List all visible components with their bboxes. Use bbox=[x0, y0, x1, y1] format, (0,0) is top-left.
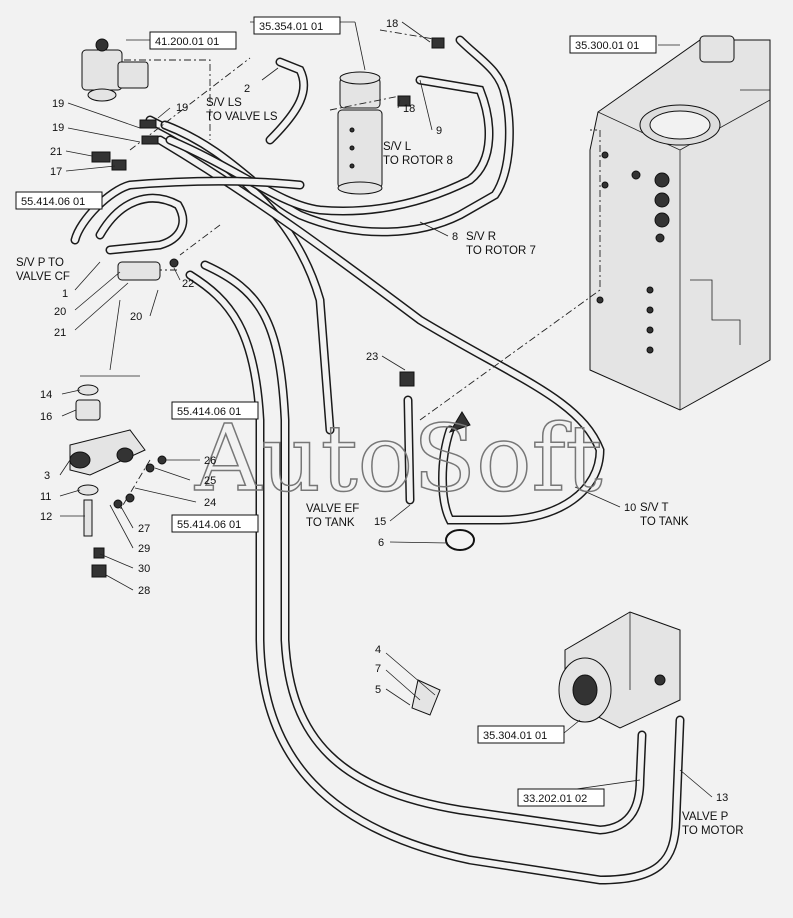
reference-box: 33.202.01 02 bbox=[517, 788, 605, 807]
callout-number: 18 bbox=[403, 103, 415, 115]
note-valve-ef-line2: TO TANK bbox=[306, 517, 355, 529]
hoses bbox=[70, 35, 685, 885]
callout-number: 17 bbox=[50, 166, 62, 178]
note-valve-ef-line1: VALVE EF bbox=[306, 503, 359, 515]
callout-number: 7 bbox=[375, 663, 381, 675]
reference-box: 55.414.06 01 bbox=[171, 401, 259, 420]
callout-number: 3 bbox=[44, 470, 50, 482]
note-valve-p-line2: TO MOTOR bbox=[682, 825, 744, 837]
reference-box-label: 55.414.06 01 bbox=[21, 196, 85, 208]
callout-number: 2 bbox=[244, 83, 250, 95]
reference-box: 35.300.01 01 bbox=[569, 35, 657, 54]
hydraulic-tank bbox=[589, 35, 771, 411]
note-sv-ls-line1: S/V LS bbox=[206, 97, 242, 109]
note-sv-ls-line2: TO VALVE LS bbox=[206, 111, 278, 123]
reference-box-label: 55.414.06 01 bbox=[177, 519, 241, 531]
callout-number: 9 bbox=[436, 125, 442, 137]
callout-number: 27 bbox=[138, 523, 150, 535]
callout-number: 22 bbox=[182, 278, 194, 290]
reference-box: 35.354.01 01 bbox=[253, 16, 341, 35]
hose-notes: S/V LS TO VALVE LS S/V L TO ROTOR 8 S/V … bbox=[16, 97, 744, 837]
callout-number: 5 bbox=[375, 684, 381, 696]
callout-number: 12 bbox=[40, 511, 52, 523]
callout-number: 26 bbox=[204, 455, 216, 467]
callout-number: 18 bbox=[386, 18, 398, 30]
rotary-joint bbox=[337, 21, 383, 195]
control-valve bbox=[81, 38, 211, 140]
callout-number: 30 bbox=[138, 563, 150, 575]
callout-number: 24 bbox=[204, 497, 216, 509]
callout-number: 1 bbox=[62, 288, 68, 300]
callout-number: 16 bbox=[40, 411, 52, 423]
callout-number: 10 bbox=[624, 502, 636, 514]
reference-box-label: 55.414.06 01 bbox=[177, 406, 241, 418]
reference-box: 55.414.06 01 bbox=[171, 514, 259, 533]
reference-box: 35.304.01 01 bbox=[477, 725, 565, 744]
callout-number: 29 bbox=[138, 543, 150, 555]
reference-box-label: 35.304.01 01 bbox=[483, 730, 547, 742]
callout-number: 19 bbox=[52, 122, 64, 134]
callout-number: 20 bbox=[130, 311, 142, 323]
callout-number: 14 bbox=[40, 389, 52, 401]
reference-box-label: 41.200.01 01 bbox=[155, 36, 219, 48]
note-sv-r-line2: TO ROTOR 7 bbox=[466, 245, 536, 257]
note-sv-p-line1: S/V P TO bbox=[16, 257, 64, 269]
note-valve-p-line1: VALVE P bbox=[682, 811, 729, 823]
reference-box-label: 33.202.01 02 bbox=[523, 793, 587, 805]
watermark-text: AutoSoft bbox=[194, 405, 603, 512]
note-sv-p-line2: VALVE CF bbox=[16, 271, 70, 283]
reference-box-label: 35.354.01 01 bbox=[259, 21, 323, 33]
dashed-lines bbox=[119, 29, 601, 511]
callout-number: 11 bbox=[40, 491, 51, 503]
hydraulic-pump bbox=[558, 611, 681, 729]
callout-number: 6 bbox=[378, 537, 384, 549]
reference-box-label: 35.300.01 01 bbox=[575, 40, 639, 52]
callout-numbers: 18 2 19 19 18 9 19 21 17 8 1 20 21 22 20… bbox=[40, 18, 728, 804]
reference-box: 55.414.06 01 bbox=[15, 191, 103, 210]
callout-number: 13 bbox=[716, 792, 728, 804]
callout-number: 21 bbox=[50, 146, 62, 158]
note-sv-l-line2: TO ROTOR 8 bbox=[383, 155, 453, 167]
note-sv-t-line2: TO TANK bbox=[640, 516, 689, 528]
callout-number: 28 bbox=[138, 585, 150, 597]
reference-box: 41.200.01 01 bbox=[149, 31, 237, 50]
callout-number: 15 bbox=[374, 516, 386, 528]
parts-stack bbox=[69, 384, 167, 578]
note-sv-r-line1: S/V R bbox=[466, 231, 496, 243]
callout-number: 4 bbox=[375, 644, 381, 656]
callout-number: 19 bbox=[52, 98, 64, 110]
callout-number: 23 bbox=[366, 351, 378, 363]
callout-number: 25 bbox=[204, 475, 216, 487]
callout-number: 21 bbox=[54, 327, 66, 339]
note-sv-t-line1: S/V T bbox=[640, 502, 669, 514]
callout-number: 19 bbox=[176, 102, 188, 114]
callout-number: 8 bbox=[452, 231, 458, 243]
callout-number: 20 bbox=[54, 306, 66, 318]
note-sv-l-line1: S/V L bbox=[383, 141, 412, 153]
fittings bbox=[91, 37, 475, 716]
